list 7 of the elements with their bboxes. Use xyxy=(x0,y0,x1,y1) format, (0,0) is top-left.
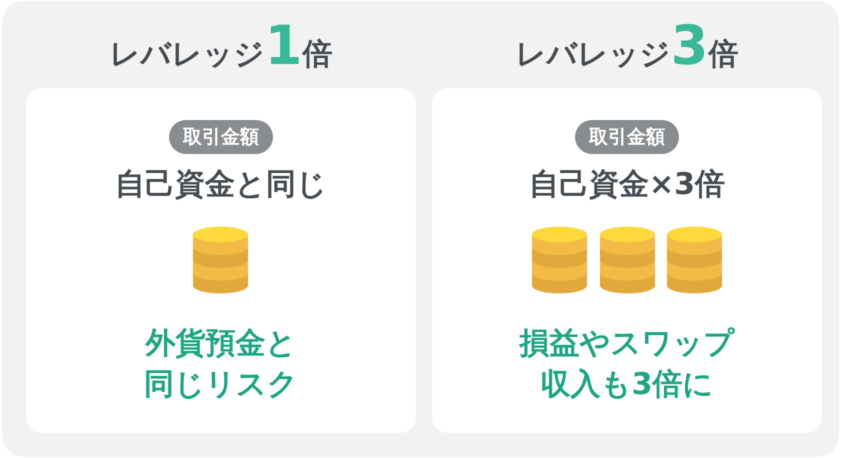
result-text: 外貨預金と同じリスク xyxy=(143,325,299,404)
heading: レバレッジ3倍 xyxy=(516,16,738,76)
result-text: 損益やスワップ収入も3倍に xyxy=(518,325,736,404)
amount-text: 自己資金×3倍 xyxy=(528,166,725,204)
label-badge: 取引金額 xyxy=(169,120,273,154)
amount-text: 自己資金と同じ xyxy=(115,166,327,204)
label-badge: 取引金額 xyxy=(575,120,679,154)
